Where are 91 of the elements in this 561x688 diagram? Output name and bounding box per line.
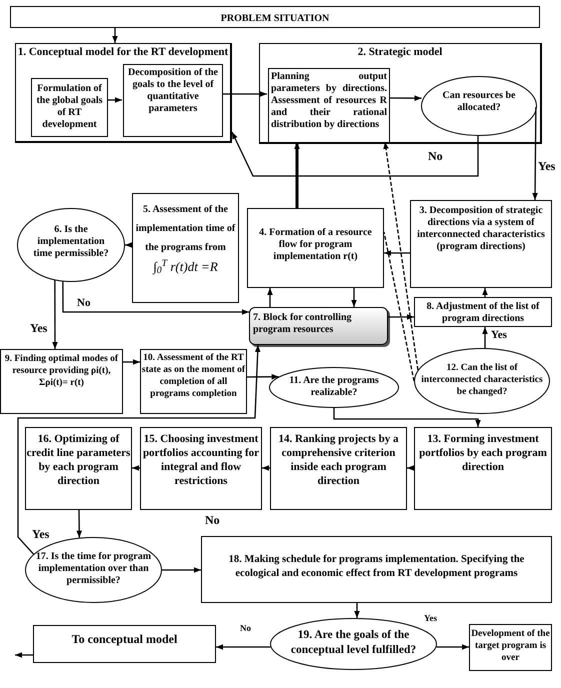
process-box: [123, 64, 223, 137]
node-text: 15. Choosing investment portfolios accounting for integral and flow restrictions: [142, 432, 260, 488]
edge-label: Yes: [30, 322, 48, 334]
process-box: [410, 200, 552, 288]
arrow: [112, 28, 118, 43]
node-text: To conceptual model: [70, 631, 178, 648]
edge-label: Yes: [538, 160, 556, 172]
arrow: [262, 465, 270, 471]
node-text: 10. Assessment of the RT state as on the moment of completion of all programs completion: [141, 352, 246, 400]
arrow: [388, 314, 414, 320]
node-text: 16. Optimizing of credit line parameters by each program direction: [26, 432, 131, 488]
control-block: [249, 307, 388, 345]
edge-label: No: [428, 150, 443, 162]
node-text: 3. Decomposition of strategic directions via a system of interconnected characteristics (program directions): [416, 205, 546, 253]
node-text: PROBLEM SITUATION: [220, 12, 330, 26]
arrow: [123, 359, 140, 365]
node-text: 6. Is the implementation time permissible?: [32, 224, 110, 260]
process-box: [247, 208, 384, 288]
edge-label: No: [77, 298, 90, 309]
node-text: Decomposition of the goals to the level of quantitative parameters: [127, 67, 219, 115]
node-text: 4. Formation of a resource flow for program implementation r(t): [258, 227, 373, 263]
arrow: [436, 644, 469, 650]
arrow: [62, 282, 249, 315]
decision-ellipse: [269, 367, 399, 408]
process-box: [140, 427, 262, 510]
arrow: [247, 374, 279, 380]
node-text: 13. Forming investment portfolios by each program direction: [418, 432, 548, 474]
model-frame: [259, 43, 542, 144]
formula-text: ∫$_{0}$$^{T}$ r(t)dt =R: [152, 257, 219, 276]
arrow: [482, 288, 488, 297]
arrow: [384, 250, 410, 256]
node-text: Development of the target program is over: [470, 628, 551, 664]
edge-label: Yes: [32, 528, 50, 540]
arrow: [15, 652, 33, 658]
process-box: [10, 6, 540, 28]
node-text: Planning output parameters by directions. Assessment of resources R and their rational distribution by directions: [271, 71, 387, 131]
model-frame: [15, 43, 232, 143]
edge-label: Yes: [424, 614, 437, 623]
arrow: [389, 95, 422, 101]
arrow: [354, 603, 360, 618]
arrow: [267, 288, 273, 307]
node-text: Formulation of the global goals of RT development: [35, 83, 104, 131]
arrow: [162, 567, 201, 573]
connector-line: [383, 232, 415, 382]
node-text: 12. Can the list of interconnected characteristics be changed?: [420, 362, 544, 398]
arrow: [351, 288, 357, 307]
arrow: [482, 327, 488, 348]
arrow: [222, 91, 267, 97]
node-text: 19. Are the goals of the conceptual level fulfilled?: [290, 628, 418, 658]
frame-title: 2. Strategic model: [356, 45, 444, 60]
edge-label: No: [205, 514, 220, 526]
arrow: [216, 644, 271, 650]
arrow: [294, 142, 300, 208]
arrow: [125, 242, 132, 248]
node-text: 9. Finding optimal modes of resource providing ρi(t), Σρi(t)= r(t): [4, 353, 120, 389]
process-box: [268, 68, 390, 143]
arrow: [52, 280, 58, 349]
arrow: [231, 132, 479, 177]
process-box: [132, 193, 239, 303]
edge-label: No: [240, 624, 251, 633]
node-text: 17. Is the time for program implementation over than permissible?: [35, 551, 152, 587]
frame-title: 1. Conceptual model for the RT development: [16, 45, 230, 60]
node-text: Can resources be allocated?: [442, 90, 516, 114]
arrow: [17, 344, 260, 555]
decision-ellipse: [17, 208, 125, 282]
process-box: [140, 349, 247, 414]
process-box: [201, 536, 552, 603]
node-text: 11. Are the programs realizable?: [288, 375, 380, 399]
arrow: [407, 465, 414, 471]
process-box: [414, 297, 552, 327]
process-box: [414, 427, 552, 510]
node-text: 7. Block for controlling program resources: [253, 312, 353, 336]
process-box: [25, 427, 132, 510]
arrow: [107, 97, 122, 103]
process-box: [31, 78, 108, 137]
process-box: [270, 427, 407, 510]
node-text: 14. Ranking projects by a comprehensive criterion inside each program direction: [278, 432, 400, 488]
process-box: [33, 625, 216, 663]
arrow: [383, 142, 419, 370]
decision-ellipse: [25, 537, 162, 603]
node-text: 18. Making schedule for programs implementation. Specifying the ecological and economic effect from RT development programs: [228, 553, 526, 581]
process-box: [469, 624, 552, 671]
process-box: [0, 349, 123, 414]
arrow: [132, 465, 140, 471]
edge-label: Yes: [491, 330, 507, 341]
arrow: [76, 510, 82, 538]
arrow: [333, 408, 481, 427]
decision-ellipse: [414, 348, 550, 414]
node-text: 5. Assessment of the implementation time of the programs from: [134, 203, 236, 255]
node-text: 8. Adjustment of the list of program directions: [426, 301, 540, 325]
decision-ellipse: [421, 76, 537, 136]
